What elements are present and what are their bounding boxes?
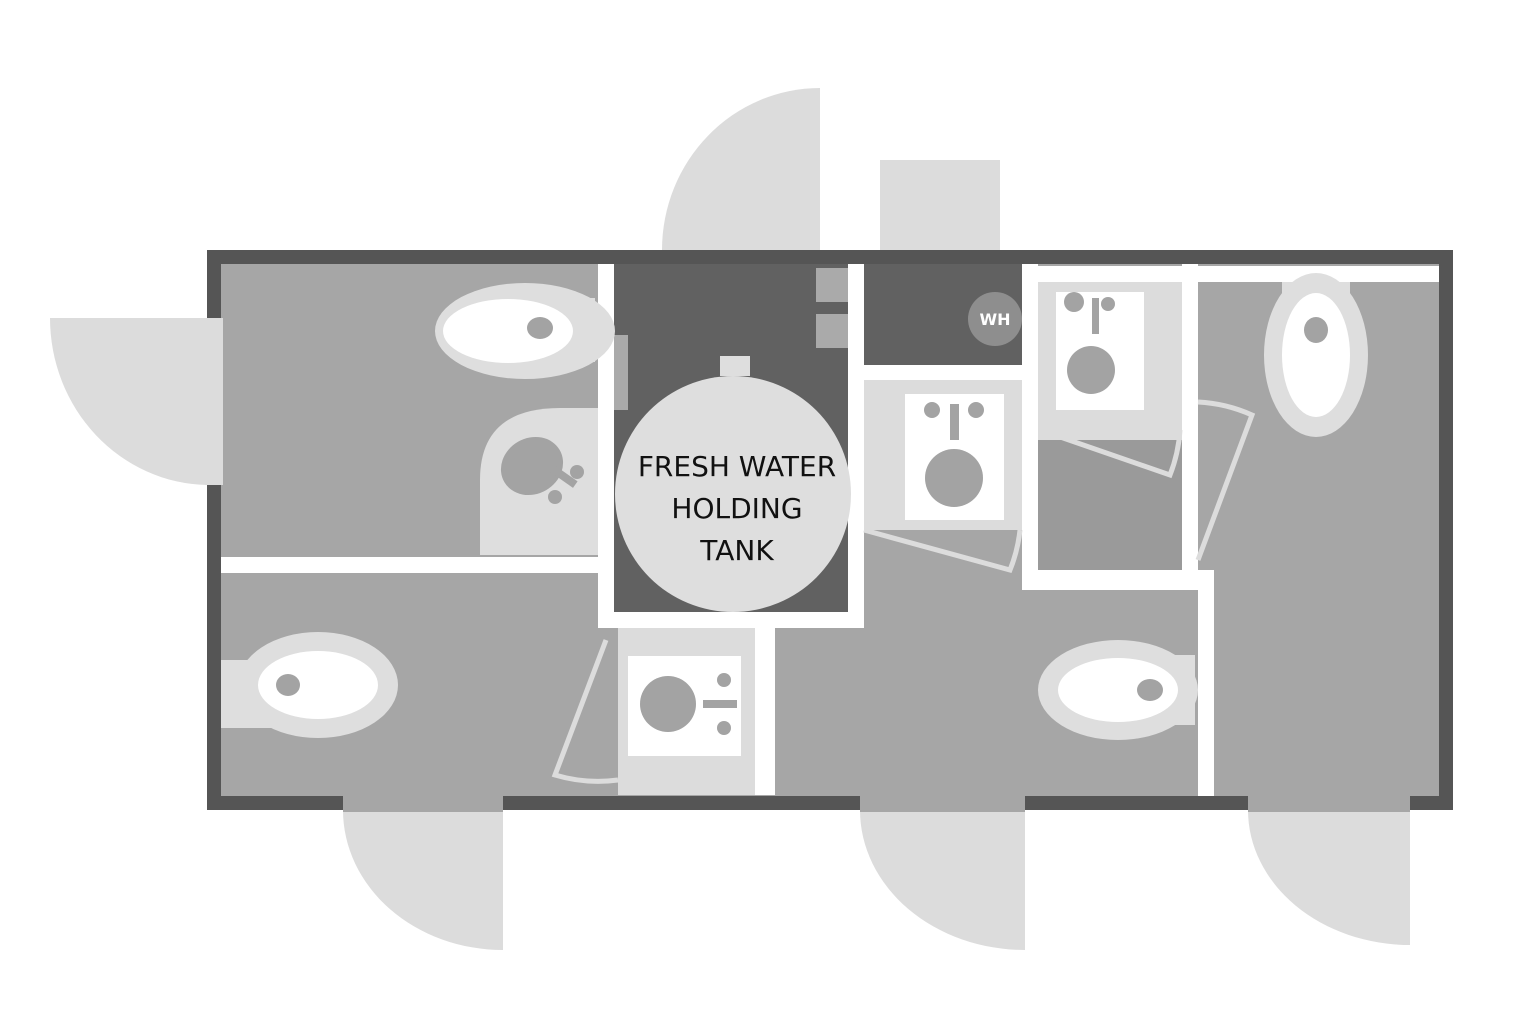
tank-label-line2: HOLDING — [671, 492, 802, 525]
bottom-opening-1 — [343, 794, 503, 812]
door-bottom-3 — [1248, 810, 1410, 945]
sink-bottom — [628, 656, 741, 756]
door-bottom-2 — [860, 810, 1025, 950]
interior-door-swings — [551, 399, 1256, 784]
pipe-panel — [614, 335, 628, 410]
water-heater-label: WH — [979, 310, 1010, 329]
fresh-water-tank: FRESH WATER HOLDING TANK — [615, 356, 851, 612]
interior-walls — [221, 264, 1439, 796]
sink-upper-right — [1056, 292, 1144, 410]
valve-box — [816, 268, 848, 302]
toilet-bottom-left — [221, 632, 398, 738]
door-top-open — [880, 160, 1000, 250]
toilet-top-left — [435, 283, 615, 379]
door-left — [50, 318, 207, 485]
tank-label-line3: TANK — [699, 534, 774, 567]
toilet-bottom-right — [1038, 640, 1198, 740]
bottom-opening-3 — [1248, 794, 1410, 812]
door-bottom-1 — [343, 810, 503, 950]
water-heater: WH — [968, 292, 1022, 346]
tank-label-line1: FRESH WATER — [638, 450, 836, 483]
sink-left-corner — [480, 408, 598, 555]
door-top — [662, 88, 820, 250]
bottom-opening-2 — [860, 794, 1025, 812]
left-opening — [205, 318, 223, 485]
valve-box — [816, 314, 848, 348]
toilet-right — [1264, 273, 1368, 437]
shower-tile — [1038, 440, 1182, 570]
door-swings — [50, 88, 1410, 950]
sink-middle — [905, 394, 1004, 520]
